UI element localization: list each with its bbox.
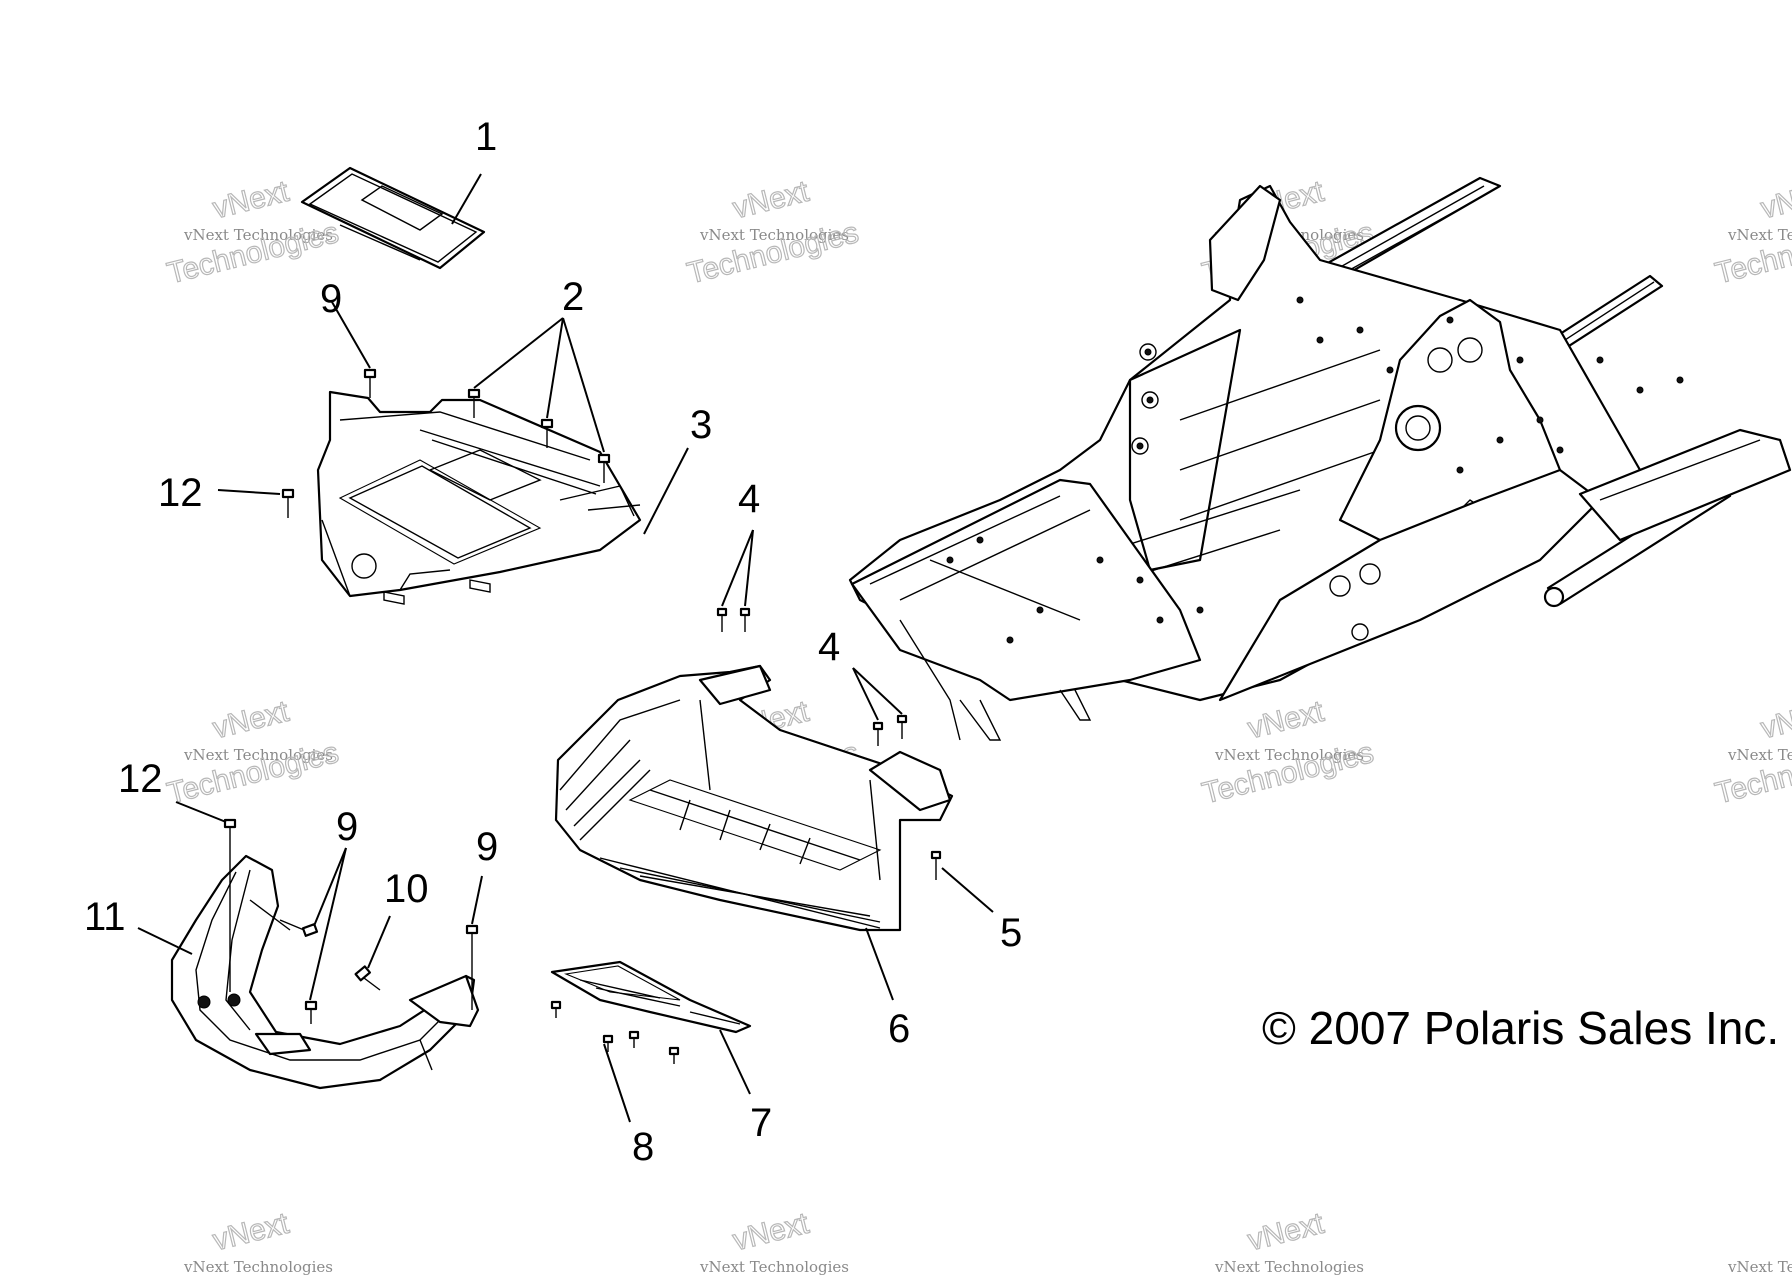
watermark-big: vNext xyxy=(1758,695,1792,746)
callouts: 1 2 3 4 4 5 6 7 8 9 9 9 10 11 12 12 xyxy=(84,115,1022,1169)
screw-2a xyxy=(467,388,481,418)
watermark-big: vNext xyxy=(1758,175,1792,226)
watermark: vNext Technologies xyxy=(1727,1258,1792,1276)
copyright-text: © 2007 Polaris Sales Inc. xyxy=(1262,1002,1779,1054)
callout-2: 2 xyxy=(562,275,584,319)
screw-12-bottom xyxy=(223,818,237,992)
watermark-big: vNext xyxy=(1245,1207,1328,1258)
watermark-brand: vNext Technologies xyxy=(183,746,333,764)
watermark-big: vNext xyxy=(730,175,813,226)
watermark-big: vNext xyxy=(730,1207,813,1258)
screw-5 xyxy=(930,850,942,880)
watermark-brand: vNext Technologies xyxy=(699,1258,849,1276)
fasteners-upper xyxy=(281,368,611,518)
callout-9: 9 xyxy=(476,825,498,869)
screw-2b xyxy=(540,418,554,448)
watermark-brand: vNext Technologies xyxy=(183,1258,333,1276)
watermark: vNext vNext Technologies xyxy=(1214,1206,1364,1276)
callout-11: 11 xyxy=(84,895,126,939)
watermark-big: vNext xyxy=(210,175,293,226)
watermark-brand: vNext Technologies xyxy=(1214,746,1364,764)
fasteners-bumper xyxy=(223,818,479,1024)
callout-4: 4 xyxy=(818,625,840,669)
watermark-brand: vNext Technologies xyxy=(1727,746,1792,764)
part-11-front-bumper xyxy=(170,854,480,1090)
watermark-brand: vNext Technologies xyxy=(1727,1258,1792,1276)
screw-9-top xyxy=(363,368,377,398)
fasteners-frame xyxy=(716,607,908,746)
part-1-access-panel xyxy=(300,166,486,270)
watermark: vNext vNext Technologies xyxy=(699,1206,849,1276)
screw-8d xyxy=(668,1046,680,1064)
callout-12: 12 xyxy=(118,757,163,801)
screw-8c xyxy=(628,1030,640,1048)
watermark-big: vNext xyxy=(210,695,293,746)
leader-lines xyxy=(137,173,994,1123)
callout-12: 12 xyxy=(158,471,203,515)
watermark-brand: vNext Technologies xyxy=(1727,226,1792,244)
callout-9: 9 xyxy=(336,805,358,849)
screw-12-top xyxy=(281,488,295,518)
screw-9-right xyxy=(465,924,479,1010)
watermark: vNext vNext Technologies xyxy=(183,1206,333,1276)
watermark: vNext vNext Technologies Technologies xyxy=(683,174,862,291)
callout-6: 6 xyxy=(888,1007,910,1051)
screw-8b xyxy=(602,1034,614,1052)
callout-5: 5 xyxy=(1000,911,1022,955)
callout-8: 8 xyxy=(632,1125,654,1169)
watermark: vNext vNext Technologies Technologies xyxy=(1198,694,1377,811)
screw-4c xyxy=(872,721,884,746)
screw-9-side xyxy=(279,919,319,937)
fasteners-8 xyxy=(550,1000,680,1064)
screw-4d xyxy=(896,714,908,739)
watermark-big: vNext xyxy=(210,1207,293,1258)
callout-1: 1 xyxy=(475,115,497,159)
screw-4a xyxy=(716,607,728,632)
watermark: vNext vNext Technologies Technologies xyxy=(163,694,342,811)
watermark-brand: vNext Technologies xyxy=(699,226,849,244)
callout-4: 4 xyxy=(738,477,760,521)
screw-2c xyxy=(597,453,611,483)
watermark-brand: vNext Technologies xyxy=(1214,1258,1364,1276)
callout-3: 3 xyxy=(690,403,712,447)
callout-10: 10 xyxy=(384,867,429,911)
screw-9-front xyxy=(304,1000,318,1024)
part-3-dash-panel xyxy=(316,390,642,605)
part-7-skid-plate xyxy=(550,960,752,1034)
part-6-belly-pan xyxy=(554,664,954,932)
screw-8a xyxy=(550,1000,562,1018)
frame-holes xyxy=(946,296,1684,644)
callout-9: 9 xyxy=(320,277,342,321)
watermark-brand: vNext Technologies xyxy=(183,226,333,244)
screw-10 xyxy=(354,965,381,991)
watermark: vNext vNext Technologies Technologies xyxy=(1711,694,1792,811)
watermark: vNext vNext Technologies Technologies xyxy=(1711,174,1792,291)
watermark-big: vNext xyxy=(1245,695,1328,746)
chassis-frame xyxy=(848,176,1792,741)
screw-4b xyxy=(739,607,751,632)
callout-7: 7 xyxy=(750,1101,772,1145)
